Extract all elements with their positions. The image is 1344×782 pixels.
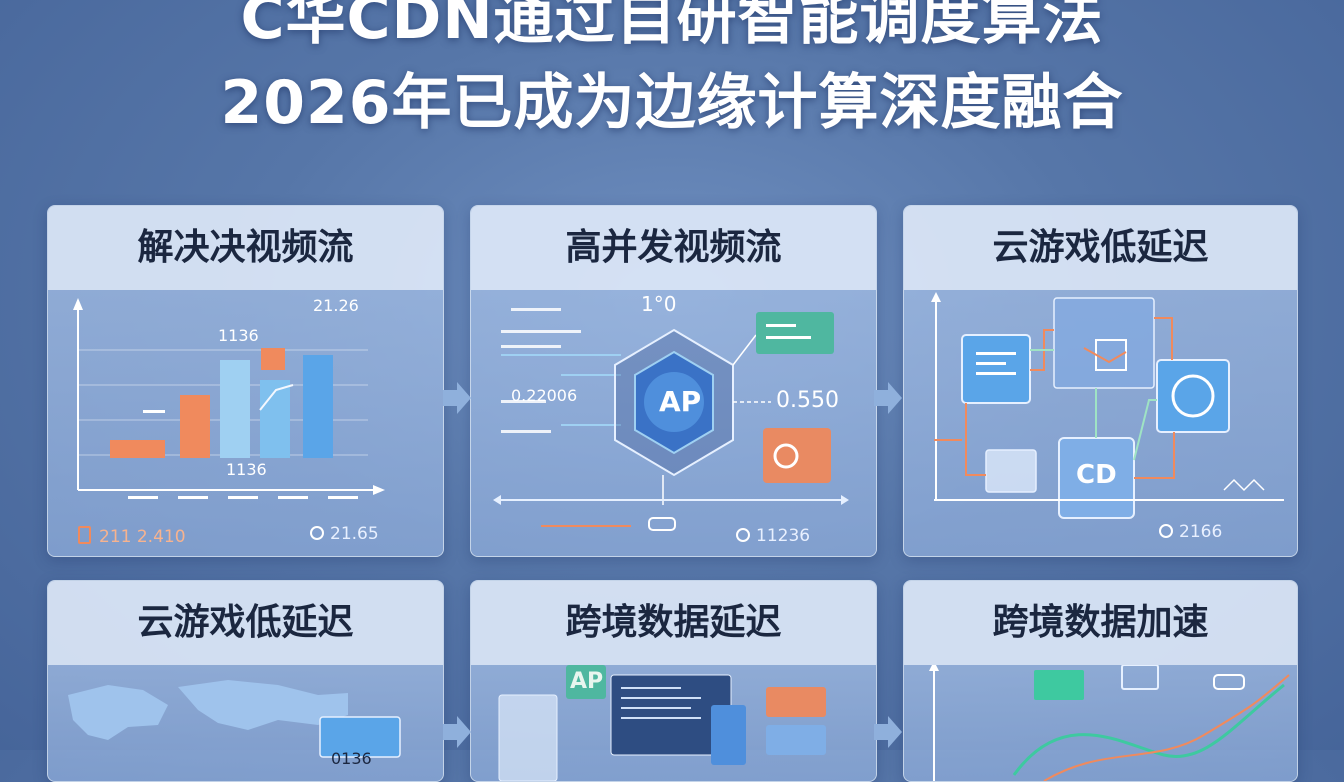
card-title: 跨境数据延迟 xyxy=(565,602,782,643)
card-title: 云游戏低延迟 xyxy=(992,227,1209,268)
node-doc xyxy=(985,449,1037,493)
card-cross-border-acceleration: 跨境数据加速 xyxy=(903,580,1298,782)
card-title: 云游戏低延迟 xyxy=(137,602,354,643)
card-header: 解决决视频流 xyxy=(48,206,443,290)
bar-3 xyxy=(220,360,250,458)
line-chart-illustration xyxy=(929,665,1290,781)
footer-right-metric: 2166 xyxy=(1159,524,1222,541)
card-body xyxy=(904,665,1297,781)
arrow-right-icon xyxy=(874,382,902,414)
bar-5 xyxy=(303,355,333,458)
card-header: 高并发视频流 xyxy=(471,206,876,290)
bar-chart-illustration xyxy=(73,298,385,499)
card-title: 解决决视频流 xyxy=(137,227,354,268)
card-title: 跨境数据加速 xyxy=(992,602,1209,643)
node-shield xyxy=(1156,359,1230,433)
metric-top: 1°0 xyxy=(641,292,677,316)
card-header: 跨境数据延迟 xyxy=(471,581,876,665)
arrow-right-icon xyxy=(874,716,902,748)
card-body: CD 2166 xyxy=(904,290,1297,556)
world-map-illustration xyxy=(68,680,401,758)
bar-label-bottom: 1136 xyxy=(226,460,267,479)
node-monitor xyxy=(961,334,1031,404)
card-header: 跨境数据加速 xyxy=(904,581,1297,665)
hub-illustration xyxy=(493,308,849,531)
arrow-right-icon xyxy=(443,382,471,414)
card-cross-border-latency: 跨境数据延迟 AP xyxy=(470,580,877,782)
node-grid xyxy=(1053,297,1155,389)
card-video-streaming: 解决决视频流 xyxy=(47,205,444,557)
headline-line-2: 2026年已成为边缘计算深度融合 xyxy=(220,68,1124,138)
map-tag: 0136 xyxy=(331,749,372,768)
hub-label: AP xyxy=(659,385,702,418)
bar-label-top: 1136 xyxy=(218,326,259,345)
chip-label: AP xyxy=(570,669,604,694)
data-panels-illustration xyxy=(498,665,826,781)
metric-left: 0.22006 xyxy=(511,386,578,405)
bar-1 xyxy=(110,440,165,458)
card-title: 高并发视频流 xyxy=(565,227,782,268)
bar-4 xyxy=(260,380,290,458)
footer-right-metric: 21.65 xyxy=(310,526,379,543)
metric-right: 0.550 xyxy=(776,388,839,413)
footer-left-metric: 211 2.410 xyxy=(78,526,186,546)
card-body: 21.26 1136 1136 211 2.410 21.65 xyxy=(48,290,443,556)
card-header: 云游戏低延迟 xyxy=(904,206,1297,290)
card-cloud-gaming-2: 云游戏低延迟 0136 xyxy=(47,580,444,782)
status-card-green xyxy=(756,312,834,354)
card-header: 云游戏低延迟 xyxy=(48,581,443,665)
footer-right-metric: 11236 xyxy=(736,528,810,545)
card-cloud-gaming: 云游戏低延迟 xyxy=(903,205,1298,557)
arrow-right-icon xyxy=(443,716,471,748)
metric-top-right: 21.26 xyxy=(313,296,359,315)
network-illustration xyxy=(931,292,1284,519)
card-high-concurrency: 高并发视频流 xyxy=(470,205,877,557)
card-body: 1°0 0.22006 AP 0.550 11236 xyxy=(471,290,876,556)
card-body: AP xyxy=(471,665,876,781)
headline-line-1: C华CDN通过自研智能调度算法 xyxy=(240,0,1104,53)
card-body: 0136 xyxy=(48,665,443,781)
bar-marker xyxy=(261,348,285,370)
chip-label: CD xyxy=(1076,460,1117,490)
bar-2 xyxy=(180,395,210,458)
